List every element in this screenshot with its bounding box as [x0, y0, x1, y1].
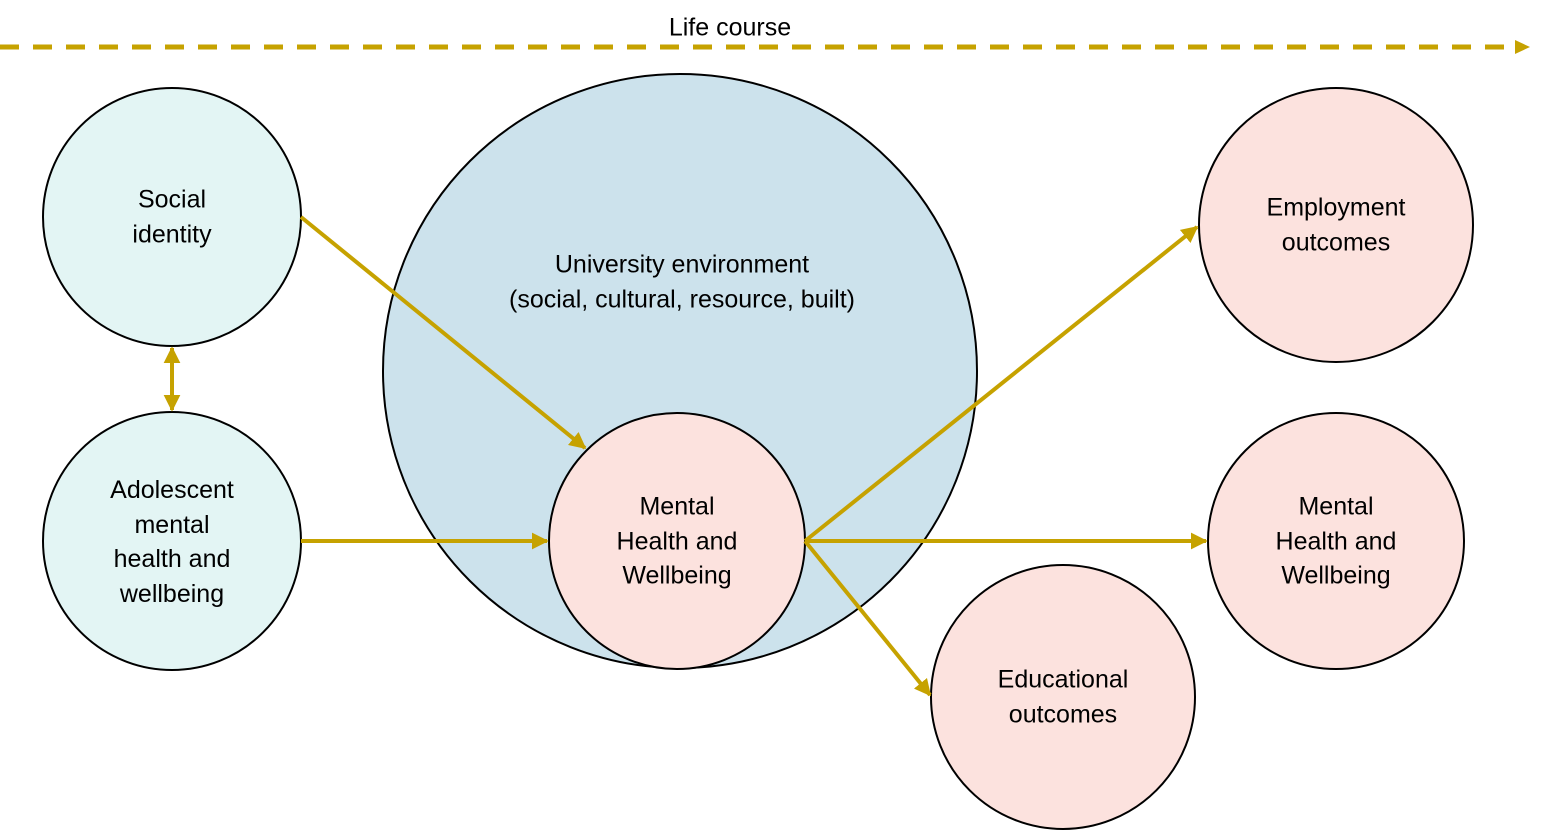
later-mental-health-label: Mental Health and Wellbeing	[1275, 492, 1397, 590]
adolescent-mental-health-label: Adolescent mental health and wellbeing	[110, 476, 234, 608]
edge-university-mh-employment	[803, 225, 1199, 543]
university-mental-health-label: Mental Health and Wellbeing	[616, 492, 738, 590]
educational-outcomes-node	[930, 564, 1196, 830]
edge-university-mh-educational	[803, 539, 932, 697]
later-mental-health-node	[1207, 412, 1465, 670]
employment-outcomes-label: Employment outcomes	[1266, 193, 1406, 257]
employment-outcomes-node	[1198, 87, 1474, 363]
edge-social-identity-university-mh	[299, 215, 587, 450]
social-identity-label: Social identity	[132, 185, 212, 249]
educational-outcomes-label: Educational outcomes	[997, 665, 1129, 729]
life-course-arrowhead	[1515, 40, 1530, 54]
university-environment-label: University environment (social, cultural…	[509, 250, 855, 314]
life-course-label: Life course	[668, 13, 792, 42]
